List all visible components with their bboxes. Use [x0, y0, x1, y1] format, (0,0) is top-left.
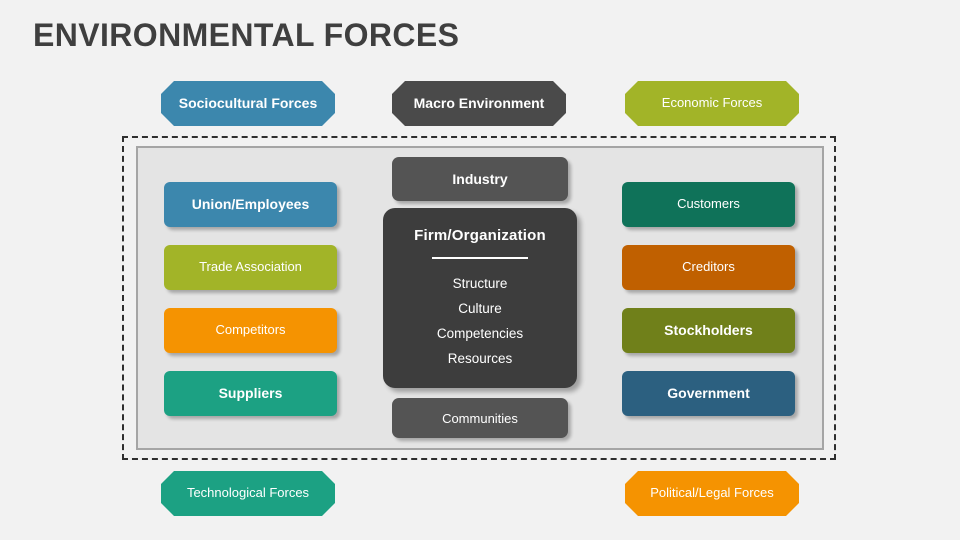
firm-attribute-structure: Structure	[452, 276, 508, 291]
stakeholder-creditors[interactable]: Creditors	[622, 245, 795, 290]
stakeholder-label: Competitors	[215, 322, 286, 338]
firm-attribute-competencies: Competencies	[436, 326, 524, 341]
industry-label: Industry	[452, 171, 508, 187]
macro-force-sociocultural[interactable]: Sociocultural Forces	[161, 81, 335, 126]
stakeholder-label: Suppliers	[218, 385, 283, 402]
communities-label: Communities	[442, 410, 518, 426]
stakeholder-suppliers[interactable]: Suppliers	[164, 371, 337, 416]
firm-attribute-culture: Culture	[458, 301, 502, 316]
stakeholder-union-employees[interactable]: Union/Employees	[164, 182, 337, 227]
stakeholder-label: Customers	[677, 196, 740, 212]
macro-force-macro-environment[interactable]: Macro Environment	[392, 81, 566, 126]
firm-organization-box[interactable]: Firm/Organization Structure Culture Comp…	[383, 208, 577, 388]
stakeholder-competitors[interactable]: Competitors	[164, 308, 337, 353]
macro-force-political-legal[interactable]: Political/Legal Forces	[625, 471, 799, 516]
firm-divider	[432, 257, 528, 259]
macro-force-label: Macro Environment	[413, 94, 545, 111]
stakeholder-trade-association[interactable]: Trade Association	[164, 245, 337, 290]
stakeholder-label: Union/Employees	[191, 196, 310, 213]
macro-force-label: Sociocultural Forces	[178, 94, 318, 111]
macro-force-technological[interactable]: Technological Forces	[161, 471, 335, 516]
macro-environment-boundary	[122, 136, 836, 460]
stakeholder-government[interactable]: Government	[622, 371, 795, 416]
macro-force-economic[interactable]: Economic Forces	[625, 81, 799, 126]
stakeholder-label: Stockholders	[664, 322, 753, 339]
stakeholder-customers[interactable]: Customers	[622, 182, 795, 227]
stakeholder-label: Trade Association	[199, 259, 302, 275]
macro-force-label: Technological Forces	[186, 485, 310, 501]
macro-force-label: Political/Legal Forces	[650, 485, 774, 501]
firm-title: Firm/Organization	[414, 227, 546, 244]
stakeholder-label: Creditors	[682, 259, 735, 275]
page-title: ENVIRONMENTAL FORCES	[33, 17, 460, 53]
stakeholder-stockholders[interactable]: Stockholders	[622, 308, 795, 353]
macro-force-label: Economic Forces	[661, 95, 763, 111]
firm-attribute-resources: Resources	[447, 351, 513, 366]
industry-box[interactable]: Industry	[392, 157, 568, 201]
communities-box[interactable]: Communities	[392, 398, 568, 438]
stakeholder-label: Government	[667, 385, 750, 402]
